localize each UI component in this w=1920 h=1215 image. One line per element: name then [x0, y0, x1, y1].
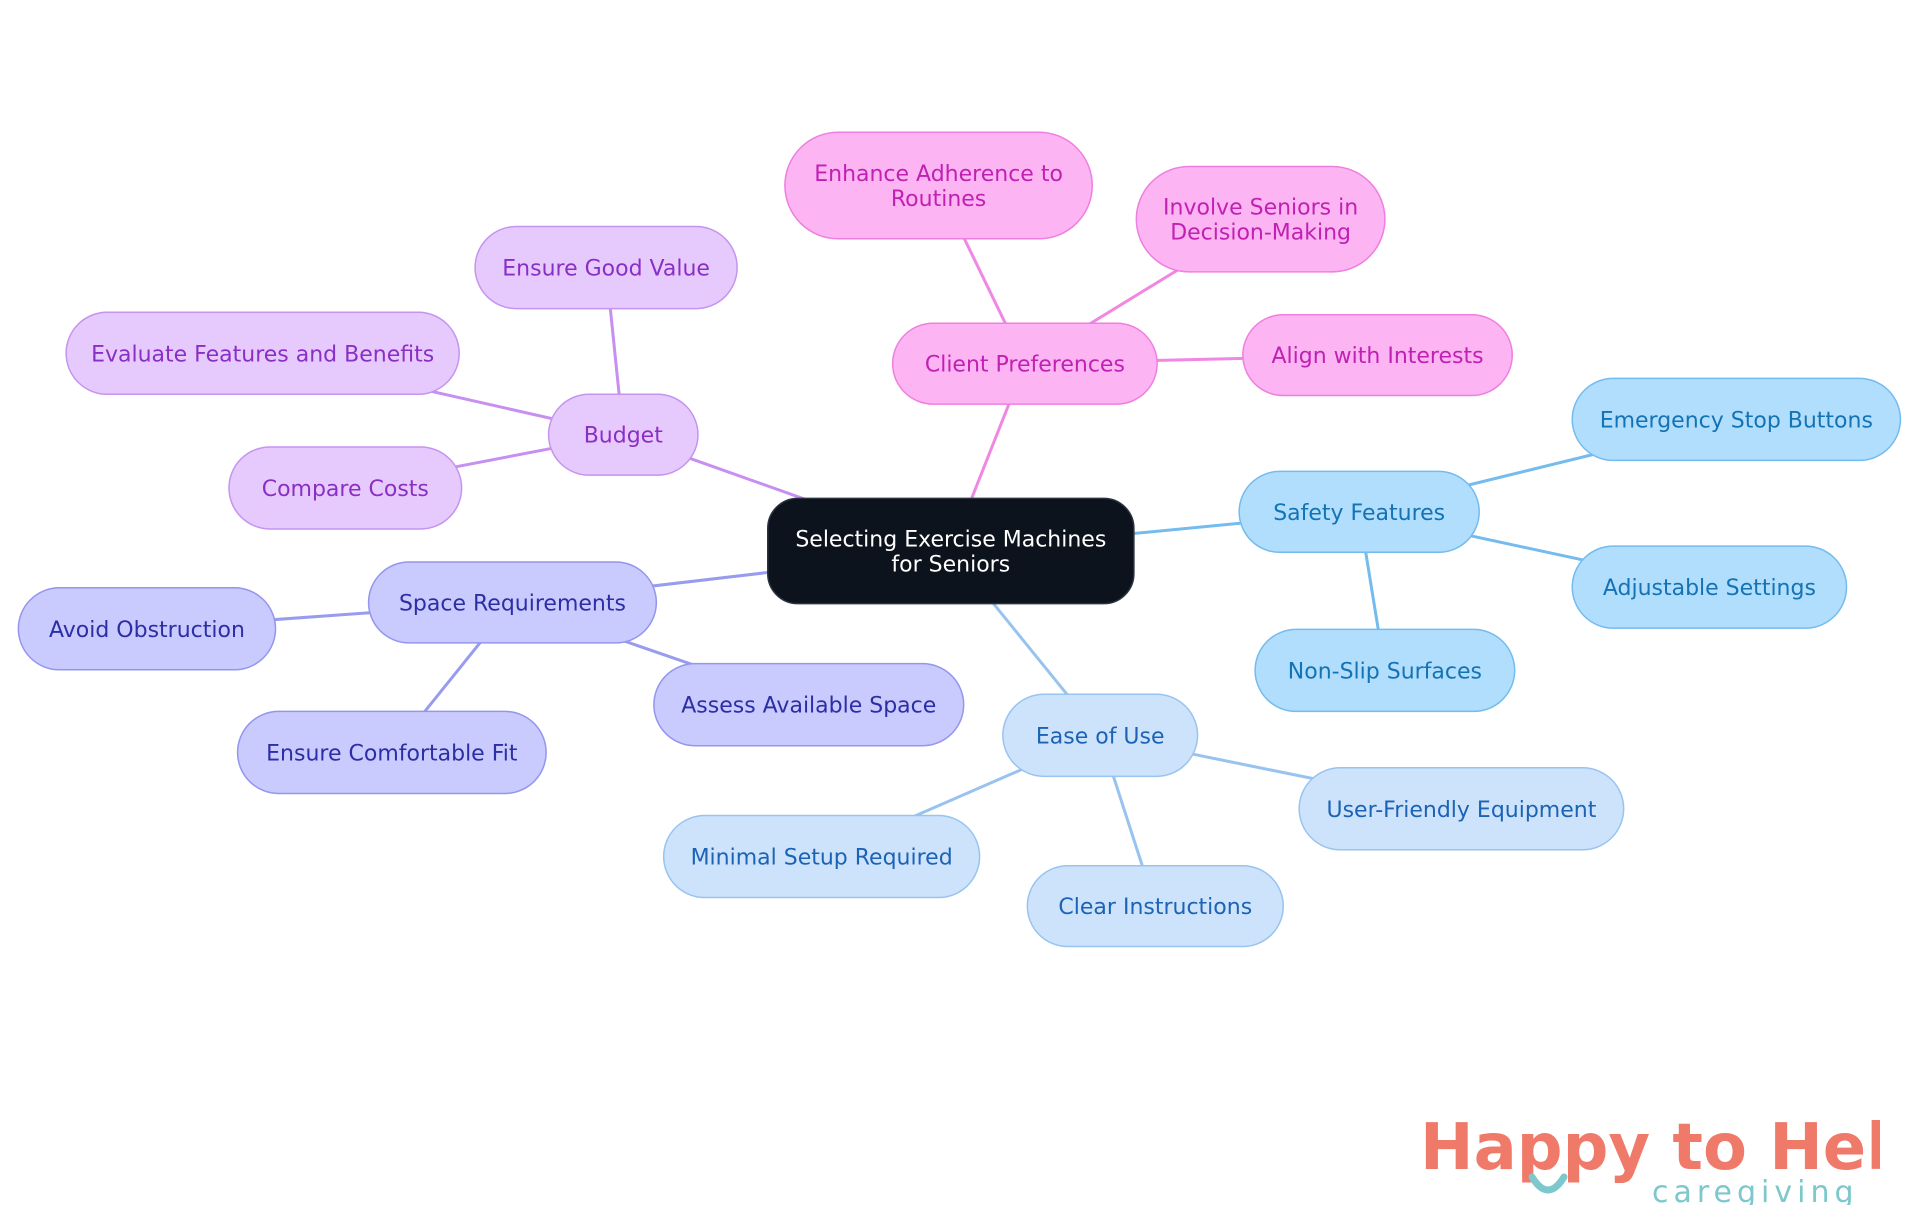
- node-box: [1571, 545, 1848, 629]
- node-compare-costs: Compare Costs: [228, 446, 463, 530]
- node-non-slip: Non-Slip Surfaces: [1254, 628, 1516, 713]
- node-box: [1238, 470, 1480, 553]
- node-safety-features: Safety Features: [1238, 470, 1480, 553]
- node-emergency-stop: Emergency Stop Buttons: [1571, 377, 1902, 462]
- node-clear-instructions: Clear Instructions: [1026, 864, 1285, 948]
- node-box: [367, 561, 658, 644]
- node-label: Avoid Obstruction: [49, 618, 245, 643]
- node-user-friendly: User-Friendly Equipment: [1298, 767, 1625, 851]
- node-label: Compare Costs: [262, 477, 429, 502]
- node-box: [17, 587, 277, 671]
- logo-happy-text: Happy: [1420, 1111, 1650, 1185]
- node-adjustable-settings: Adjustable Settings: [1571, 545, 1848, 629]
- logo-subtitle: caregiving: [1652, 1175, 1859, 1205]
- node-label: User-Friendly Equipment: [1326, 798, 1596, 823]
- node-label: Safety Features: [1273, 501, 1445, 526]
- node-box: [1242, 313, 1513, 397]
- node-minimal-setup: Minimal Setup Required: [662, 814, 981, 899]
- node-ease-of-use: Ease of Use: [1002, 693, 1199, 778]
- happy-to-help-logo: Happy to Help caregiving: [1420, 1111, 1880, 1205]
- node-box: [1254, 628, 1516, 713]
- node-budget: Budget: [547, 393, 699, 476]
- node-label: Adjustable Settings: [1603, 576, 1816, 601]
- node-assess-space: Assess Available Space: [653, 662, 965, 747]
- node-label: Non-Slip Surfaces: [1288, 659, 1482, 684]
- logo-rest-text: to Help: [1650, 1111, 1880, 1185]
- node-box: [547, 393, 699, 476]
- node-box: [662, 814, 981, 899]
- node-space-requirements: Space Requirements: [367, 561, 658, 644]
- node-box: [1298, 767, 1625, 851]
- node-box: [891, 322, 1158, 405]
- node-box: [1026, 864, 1285, 948]
- node-box: [1571, 377, 1902, 462]
- node-label: Emergency Stop Buttons: [1600, 408, 1873, 433]
- node-box: [1135, 165, 1386, 273]
- node-comfortable-fit: Ensure Comfortable Fit: [236, 710, 547, 795]
- node-label: Align with Interests: [1272, 344, 1484, 369]
- svg-text:Happy to Help: Happy to Help: [1420, 1111, 1880, 1185]
- smile-icon: [1528, 1173, 1568, 1194]
- node-box: [228, 446, 463, 530]
- node-label: Evaluate Features and Benefits: [91, 342, 434, 367]
- node-client-preferences: Client Preferences: [891, 322, 1158, 405]
- node-avoid-obstruction: Avoid Obstruction: [17, 587, 277, 671]
- center-node-box: [767, 497, 1135, 605]
- node-label: Budget: [584, 424, 664, 449]
- node-label: Ensure Comfortable Fit: [266, 741, 518, 766]
- node-label: Clear Instructions: [1058, 895, 1252, 920]
- node-label: Space Requirements: [399, 591, 626, 616]
- node-box: [1002, 693, 1199, 778]
- node-box: [474, 225, 738, 310]
- node-label: Assess Available Space: [681, 694, 936, 719]
- node-box: [236, 710, 547, 795]
- node-box: [784, 131, 1093, 240]
- node-box: [653, 662, 965, 747]
- node-evaluate-features: Evaluate Features and Benefits: [65, 311, 460, 396]
- node-label: Minimal Setup Required: [691, 846, 953, 871]
- node-good-value: Ensure Good Value: [474, 225, 738, 310]
- node-align-interests: Align with Interests: [1242, 313, 1513, 397]
- node-box: [65, 311, 460, 396]
- node-label: Ensure Good Value: [502, 257, 710, 282]
- node-label: Ease of Use: [1036, 724, 1165, 749]
- node-label: Client Preferences: [925, 353, 1125, 378]
